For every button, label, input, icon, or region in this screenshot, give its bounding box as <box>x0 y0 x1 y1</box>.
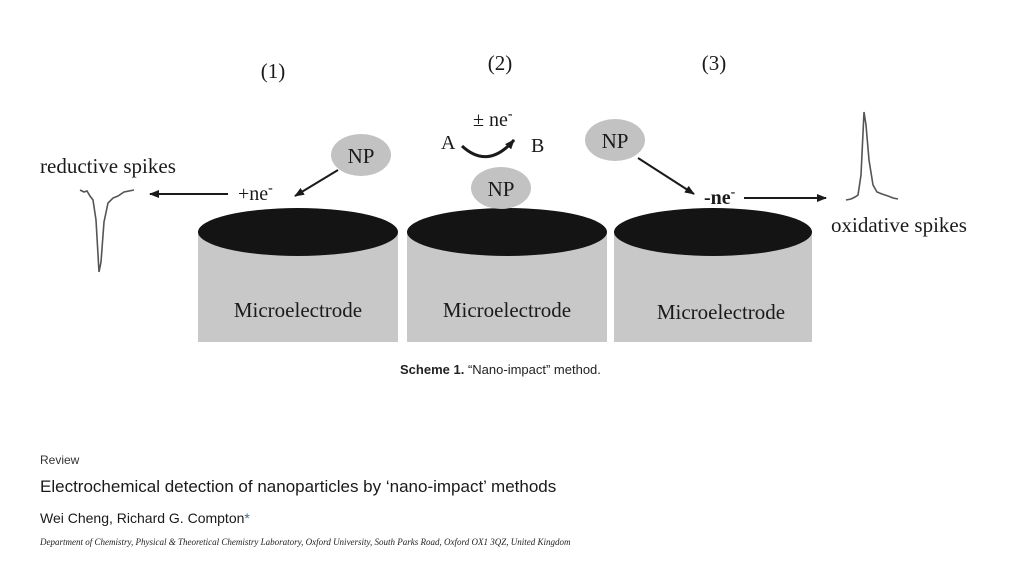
conversion-arrow <box>460 139 516 159</box>
microelectrode-1: Microelectrode <box>198 208 398 342</box>
reductive-spikes-label: reductive spikes <box>40 154 176 178</box>
panel-number-2: (2) <box>488 51 513 75</box>
panel-number-3: (3) <box>702 51 727 75</box>
np-approach-arrow-1 <box>294 169 339 197</box>
np-label-2: NP <box>488 177 515 201</box>
species-b-label: B <box>531 135 544 157</box>
scheme-caption: Scheme 1. “Nano-impact” method. <box>400 362 601 377</box>
oxidative-spike-trace <box>845 111 899 201</box>
nanoparticle-3: NP <box>585 119 645 161</box>
microelectrode-3: Microelectrode <box>614 208 812 342</box>
article-authors: Wei Cheng, Richard G. Compton* <box>40 510 250 526</box>
reductive-spike-trace <box>79 189 135 273</box>
author-affiliation: Department of Chemistry, Physical & Theo… <box>40 537 571 547</box>
corresponding-author-link[interactable]: * <box>244 510 250 526</box>
article-type: Review <box>40 453 80 467</box>
electrode-label-2: Microelectrode <box>443 298 571 322</box>
np-label-3: NP <box>602 129 629 153</box>
reduction-label: +ne- <box>238 181 273 205</box>
caption-text: “Nano-impact” method. <box>467 362 601 377</box>
caption-label: Scheme 1. <box>400 362 465 377</box>
oxidative-spikes-label: oxidative spikes <box>831 213 967 237</box>
electrode-label-3: Microelectrode <box>657 300 785 324</box>
nanoparticle-2: NP <box>471 167 531 209</box>
oxidation-label: -ne- <box>704 185 736 209</box>
panel-number-1: (1) <box>261 59 286 83</box>
author-names: Wei Cheng, Richard G. Compton <box>40 510 245 526</box>
species-a-label: A <box>441 132 456 154</box>
nanoparticle-1: NP <box>331 134 391 176</box>
np-approach-arrow-3 <box>637 157 695 195</box>
microelectrode-2: Microelectrode <box>407 208 607 342</box>
np-label-1: NP <box>348 144 375 168</box>
electron-exchange-label: ± ne- <box>473 107 513 131</box>
electrode-label-1: Microelectrode <box>234 298 362 322</box>
article-title: Electrochemical detection of nanoparticl… <box>40 477 557 496</box>
